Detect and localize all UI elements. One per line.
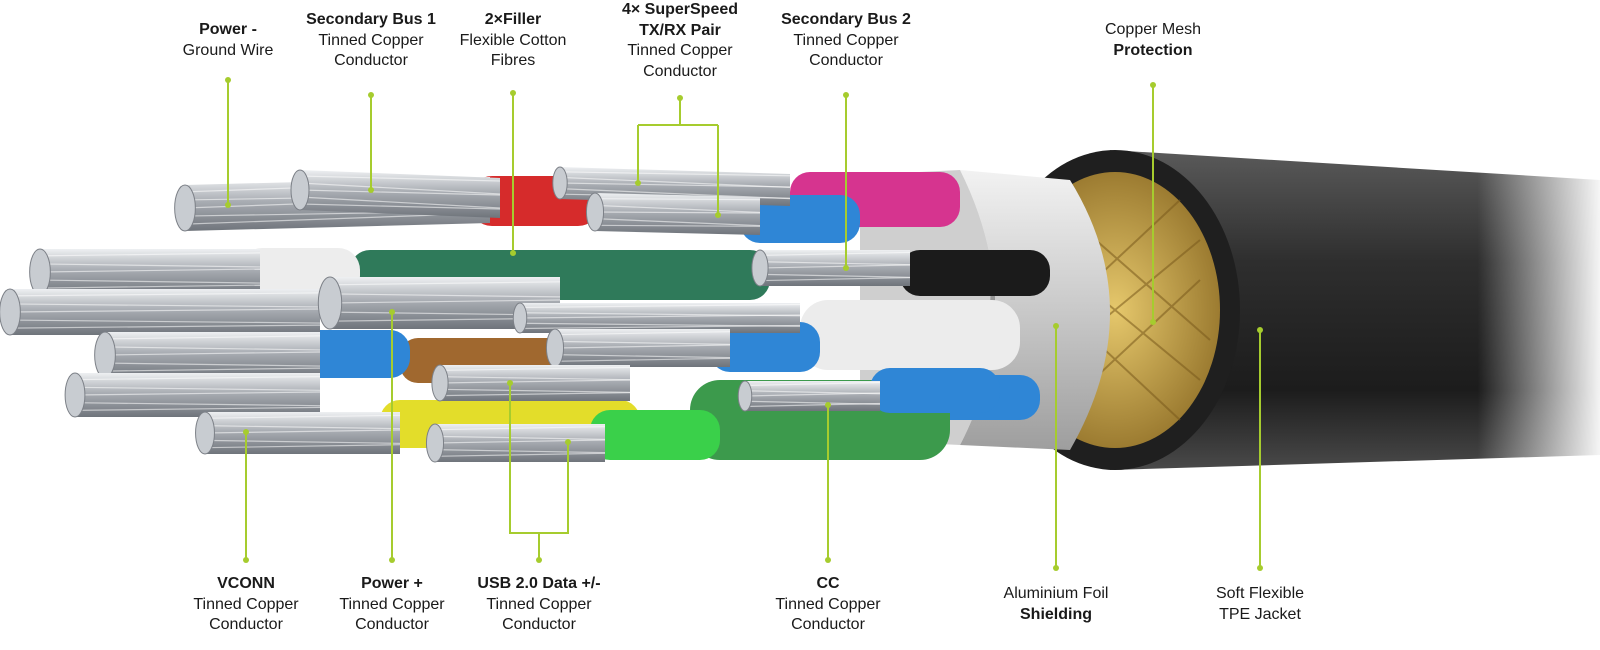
label-power-plus-line-2: Tinned Copper — [339, 595, 445, 613]
label-tpe-jacket-line-2: TPE Jacket — [1219, 605, 1301, 623]
label-cc-line-1: CC — [816, 575, 840, 592]
leader-dot-superspeed-3 — [715, 212, 721, 218]
core-blue-left — [300, 330, 410, 378]
strand-5 — [29, 248, 261, 296]
strand-7 — [94, 331, 321, 379]
strand-16 — [737, 380, 881, 412]
strand-2 — [290, 169, 501, 218]
leader-dot-power-ground-1 — [225, 77, 231, 83]
leader-dot-filler-1 — [510, 90, 516, 96]
label-superspeed-line-2: TX/RX Pair — [639, 21, 721, 39]
leader-dot-power-plus-1 — [389, 309, 395, 315]
label-cc-line-2: Tinned Copper — [775, 595, 881, 613]
strand-14 — [425, 423, 606, 463]
label-secondary-bus-1-line-2: Tinned Copper — [318, 31, 424, 49]
leader-dot-copper-mesh-2 — [1150, 319, 1156, 325]
leader-dot-secondary-bus-1-1 — [368, 92, 374, 98]
leader-dot-filler-2 — [510, 250, 516, 256]
strand-11 — [512, 302, 801, 334]
core-blue-mid — [710, 322, 820, 372]
core-white-mid — [800, 300, 1020, 370]
bare-strands — [0, 166, 911, 463]
core-blue-cc — [870, 368, 1000, 413]
label-usb2-data-line-2: Tinned Copper — [486, 595, 592, 613]
label-cc-line-3: Conductor — [791, 616, 865, 633]
label-secondary-bus-1-line-3: Conductor — [334, 52, 408, 69]
label-vconn-line-1: VCONN — [217, 575, 275, 592]
label-secondary-bus-2-line-2: Tinned Copper — [793, 31, 899, 49]
label-copper-mesh-line-1: Copper Mesh — [1104, 21, 1202, 38]
leader-dot-superspeed-1 — [677, 95, 683, 101]
leader-dot-cc-2 — [825, 557, 831, 563]
label-superspeed-line-3: Tinned Copper — [627, 42, 733, 59]
label-power-ground: Power - Ground Wire — [183, 20, 274, 61]
leader-dot-secondary-bus-2-2 — [843, 265, 849, 271]
label-filler-line-2: Flexible Cotton — [459, 31, 567, 49]
leader-dot-cc-1 — [825, 402, 831, 408]
core-green-bright — [590, 410, 720, 460]
strand-9 — [195, 411, 401, 455]
leader-lines — [225, 77, 1263, 571]
leader-dot-secondary-bus-1-2 — [368, 187, 374, 193]
leader-dot-vconn-2 — [243, 557, 249, 563]
label-secondary-bus-1-line-1: Secondary Bus 1 — [306, 11, 436, 28]
label-usb2-data-line-1: USB 2.0 Data +/- — [477, 575, 601, 592]
leader-dot-vconn-1 — [243, 429, 249, 435]
label-aluminium-foil-line-1: Aluminium Foil — [1003, 585, 1109, 602]
leader-dot-superspeed-2 — [635, 180, 641, 186]
label-vconn-line-3: Conductor — [209, 616, 283, 633]
strand-13 — [431, 364, 631, 402]
label-usb2-data-line-3: Conductor — [502, 616, 576, 633]
leader-dot-aluminium-foil-1 — [1053, 323, 1059, 329]
label-copper-mesh-line-2: Protection — [1113, 41, 1193, 59]
strand-6 — [0, 288, 321, 336]
leader-dot-tpe-jacket-1 — [1257, 327, 1263, 333]
label-power-ground-line-1: Power - — [199, 21, 257, 38]
label-power-ground-line-2: Ground Wire — [182, 41, 274, 59]
leader-dot-power-ground-2 — [225, 202, 231, 208]
core-blue-top — [740, 195, 860, 243]
leader-dot-secondary-bus-2-1 — [843, 92, 849, 98]
label-vconn-line-2: Tinned Copper — [193, 595, 299, 613]
leader-dot-aluminium-foil-2 — [1053, 565, 1059, 571]
label-power-plus-line-1: Power + — [361, 575, 423, 592]
label-filler-line-1: 2×Filler — [484, 11, 542, 28]
strand-4 — [585, 192, 761, 235]
label-superspeed-line-4: Conductor — [643, 62, 717, 80]
label-aluminium-foil-line-2: Shielding — [1019, 605, 1092, 623]
strand-15 — [751, 249, 911, 287]
strand-10 — [317, 276, 561, 330]
leader-dot-power-plus-2 — [389, 557, 395, 563]
leader-dot-usb2-data-2 — [565, 439, 571, 445]
label-power-plus-line-3: Conductor — [355, 616, 429, 633]
leader-dot-copper-mesh-1 — [1150, 82, 1156, 88]
label-tpe-jacket-line-1: Soft Flexible — [1215, 585, 1305, 602]
label-secondary-bus-2-line-3: Conductor — [809, 52, 883, 69]
label-superspeed-line-1: 4× SuperSpeed — [621, 1, 739, 18]
leader-dot-tpe-jacket-2 — [1257, 565, 1263, 571]
label-filler-line-3: Fibres — [490, 52, 536, 69]
strand-8 — [64, 372, 321, 418]
strand-12 — [545, 328, 731, 368]
leader-dot-usb2-data-1 — [507, 380, 513, 386]
leader-dot-usb2-data-3 — [536, 557, 542, 563]
label-secondary-bus-2-line-1: Secondary Bus 2 — [781, 11, 911, 28]
core-black — [900, 250, 1050, 296]
